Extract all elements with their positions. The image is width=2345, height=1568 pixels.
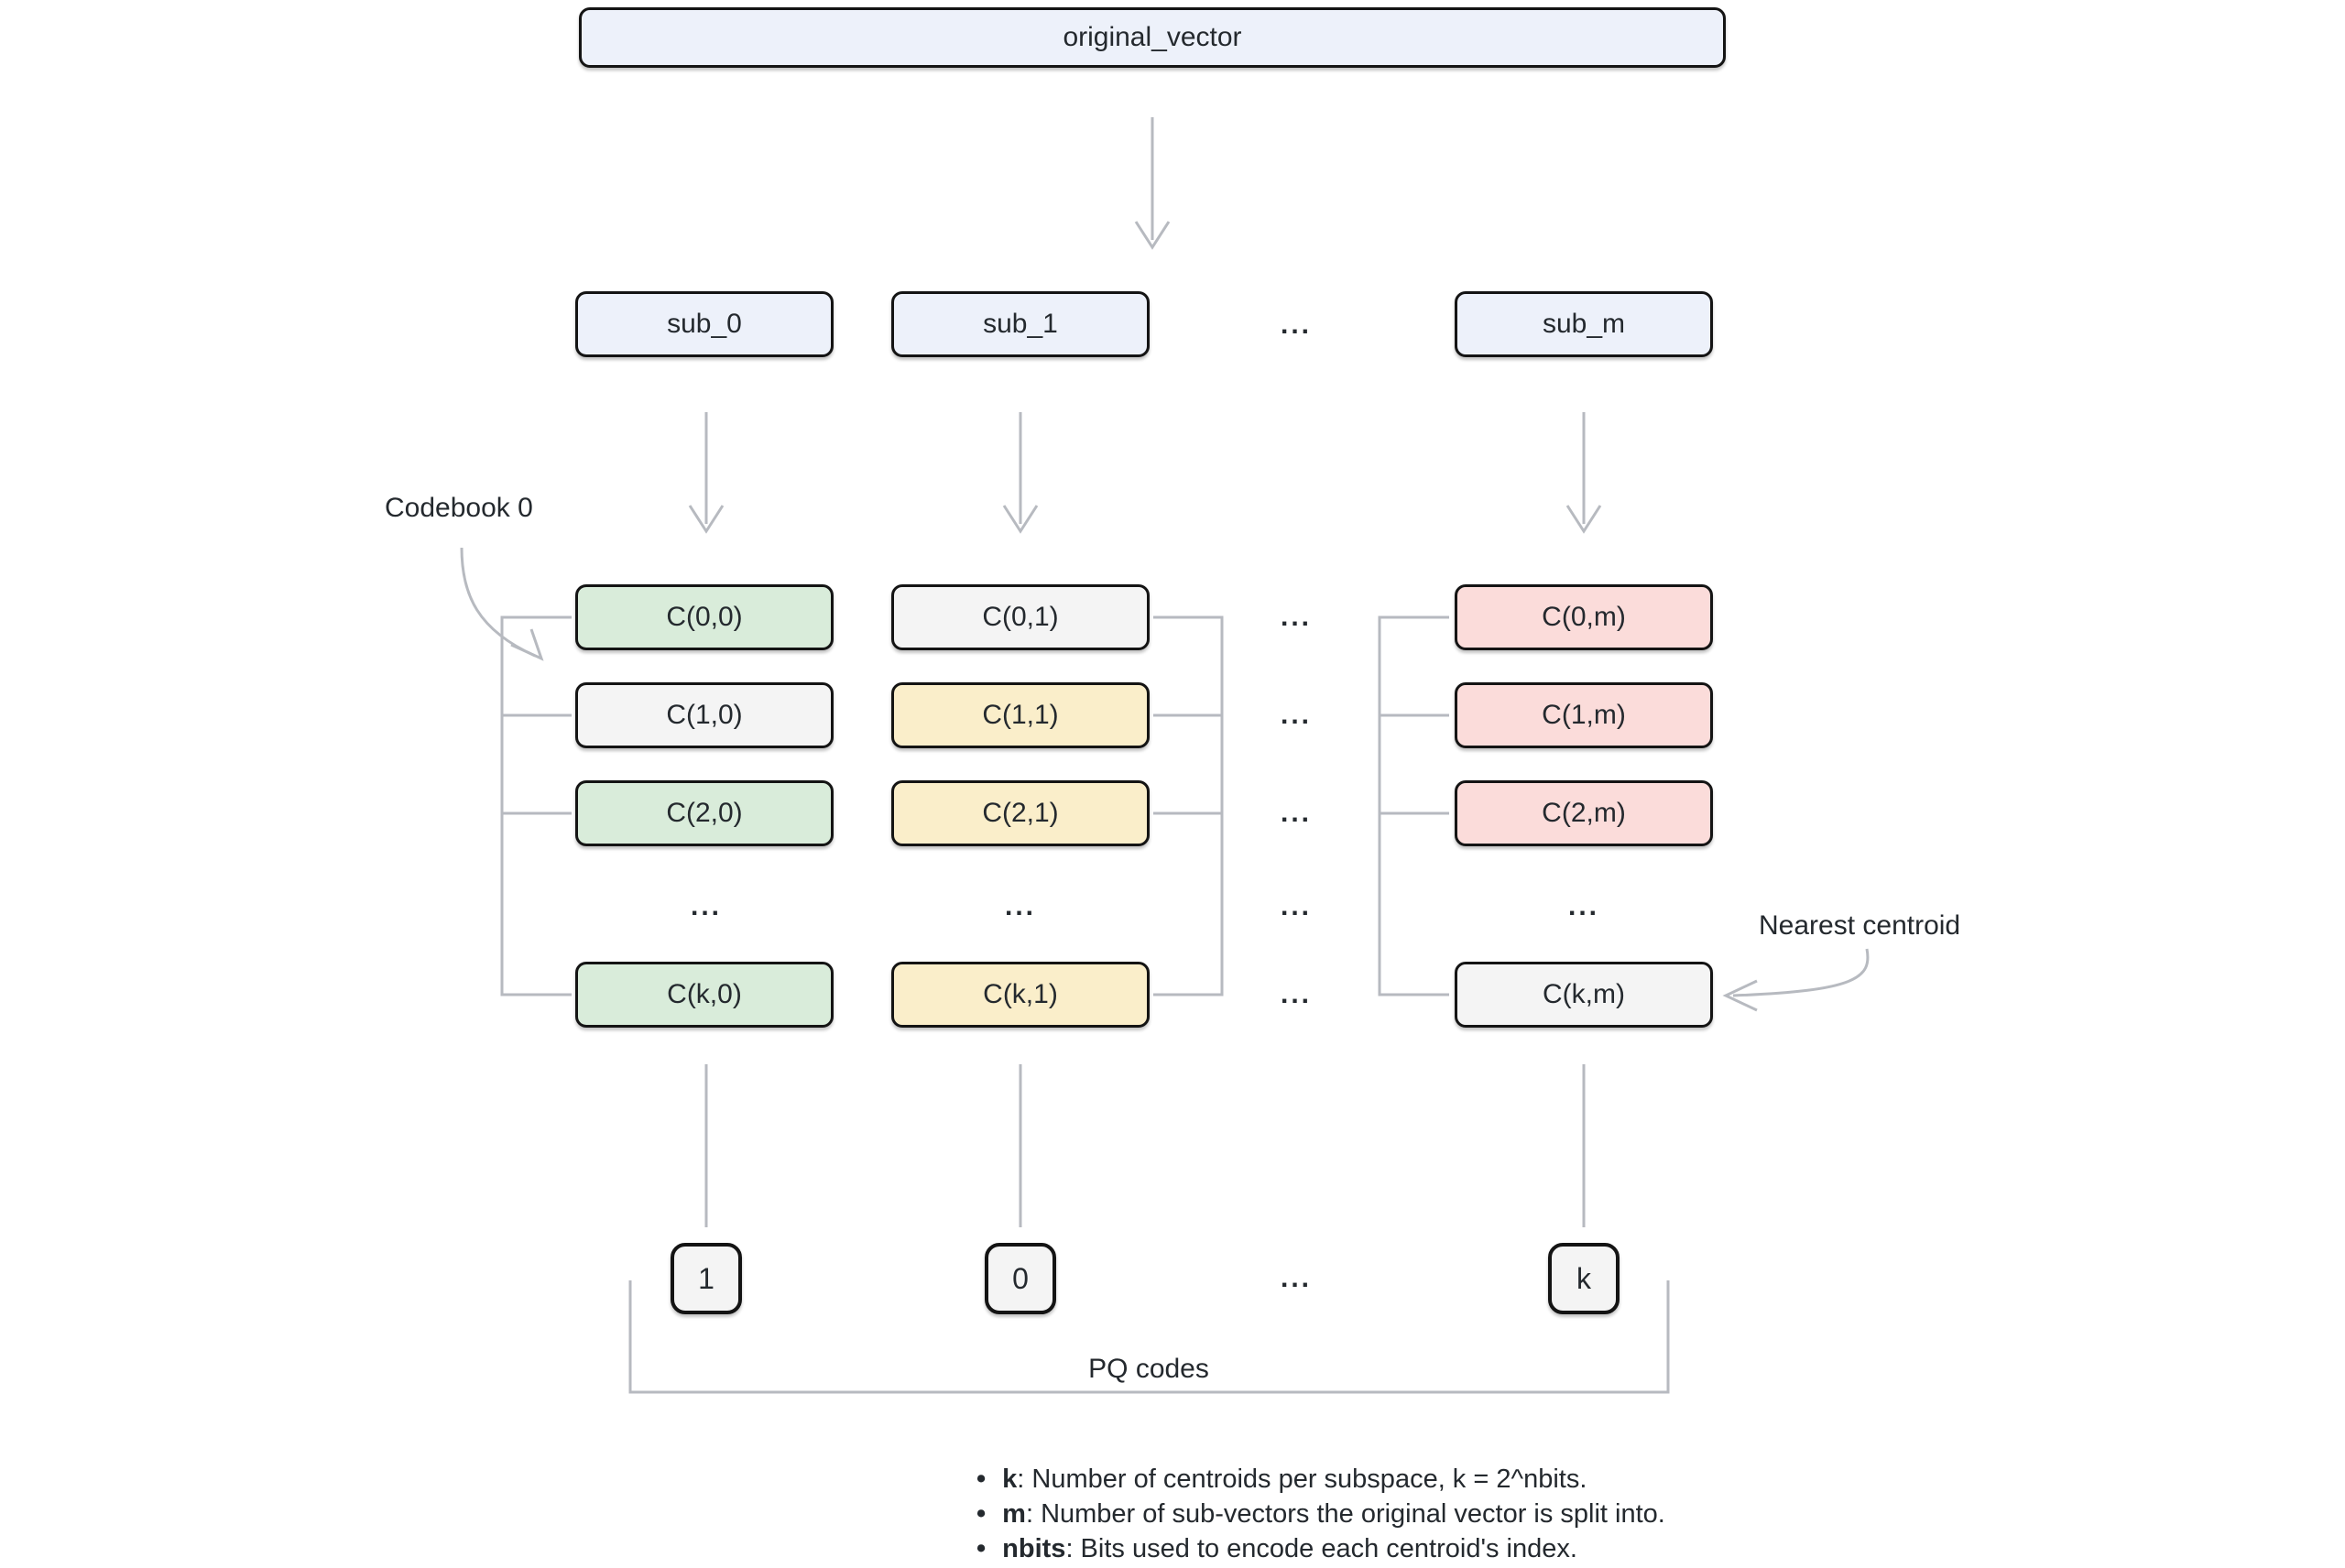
columnm-ellipsis: ... [1567, 891, 1600, 921]
legend-term: nbits [1002, 1534, 1066, 1563]
nearest-arrow-head [1722, 979, 1758, 1012]
centroid-box: C(0,m) [1455, 584, 1713, 650]
legend-text: : Number of centroids per subspace, k = … [1017, 1465, 1587, 1494]
subm-arrow-head [1565, 505, 1602, 534]
codebook-label: Codebook 0 [385, 493, 533, 523]
legend: • k: Number of centroids per subspace, k… [976, 1462, 1665, 1566]
centroid-box: C(2,m) [1455, 780, 1713, 846]
mid-ellipsis-row4: ... [1280, 979, 1313, 1009]
sub-row-ellipsis: ... [1280, 310, 1313, 340]
codebook-arrow-head [510, 628, 544, 661]
codebook-arrow-line [460, 547, 536, 658]
codebook0-bracket [500, 615, 572, 996]
code-row-ellipsis: ... [1280, 1263, 1313, 1293]
legend-text: : Bits used to encode each centroid's in… [1065, 1534, 1577, 1563]
nearest-centroid-label: Nearest centroid [1759, 910, 1961, 941]
centroid-box: C(1,1) [891, 682, 1150, 748]
codebookm-bracket [1378, 615, 1449, 996]
pq-codes-label: PQ codes [1088, 1354, 1209, 1384]
pq-codes-bracket [628, 1280, 1670, 1394]
mid-ellipsis-row3: ... [1280, 891, 1313, 921]
legend-term: k [1002, 1465, 1018, 1494]
pq-code-box-0: 1 [671, 1243, 742, 1314]
sub0-arrow-head [688, 505, 725, 534]
legend-item-k: • k: Number of centroids per subspace, k… [976, 1462, 1665, 1497]
centroid-box: C(1,m) [1455, 682, 1713, 748]
pq-code-box-k: k [1548, 1243, 1620, 1314]
original-vector-box: original_vector [579, 7, 1726, 68]
pq-code-box-1: 0 [985, 1243, 1056, 1314]
codebook1-bracket [1153, 615, 1224, 996]
bullet-icon: • [976, 1499, 987, 1529]
sub1-arrow-head [1002, 505, 1039, 534]
centroid-box: C(0,1) [891, 584, 1150, 650]
legend-item-m: • m: Number of sub-vectors the original … [976, 1497, 1665, 1531]
split-arrow-head [1134, 221, 1171, 250]
column1-ellipsis: ... [1004, 891, 1037, 921]
bullet-icon: • [976, 1465, 987, 1494]
bullet-icon: • [976, 1534, 987, 1563]
centroid-box: C(2,1) [891, 780, 1150, 846]
mid-ellipsis-row1: ... [1280, 700, 1313, 730]
legend-item-nbits: • nbits: Bits used to encode each centro… [976, 1531, 1665, 1566]
centroid-box: C(1,0) [575, 682, 834, 748]
column0-ellipsis: ... [690, 891, 723, 921]
sub-vector-box-0: sub_0 [575, 291, 834, 357]
centroid-box nearest-centroid-box: C(k,m) [1455, 962, 1713, 1028]
sub-vector-box-m: sub_m [1455, 291, 1713, 357]
nearest-arrow-line [1732, 948, 1870, 997]
centroid-box: C(k,1) [891, 962, 1150, 1028]
legend-term: m [1002, 1499, 1026, 1529]
centroid-box: C(0,0) [575, 584, 834, 650]
sub-vector-box-1: sub_1 [891, 291, 1150, 357]
legend-text: : Number of sub-vectors the original vec… [1025, 1499, 1665, 1529]
centroid-box: C(k,0) [575, 962, 834, 1028]
mid-ellipsis-row2: ... [1280, 798, 1313, 828]
mid-ellipsis-row0: ... [1280, 602, 1313, 632]
centroid-box: C(2,0) [575, 780, 834, 846]
